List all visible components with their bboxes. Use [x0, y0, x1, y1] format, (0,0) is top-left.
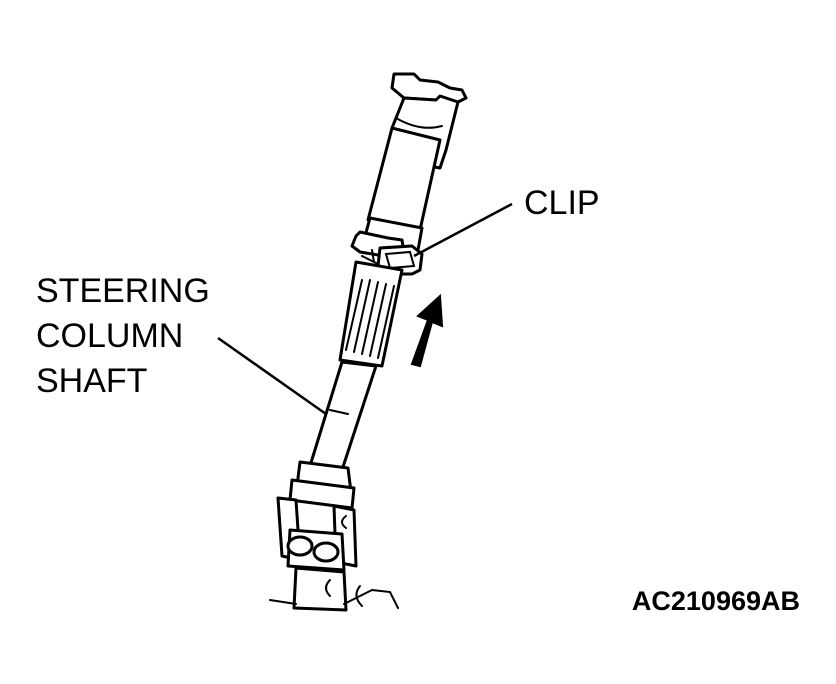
steering-label-line2: COLUMN [36, 317, 183, 355]
shaft-leader [217, 336, 327, 416]
universal-joint [269, 460, 399, 612]
lower-shaft [308, 360, 378, 472]
steering-label-line3: SHAFT [36, 362, 147, 400]
figure-id: AC210969AB [632, 586, 800, 616]
splined-section [338, 260, 404, 368]
up-arrow-icon [410, 293, 444, 368]
clip-leader [413, 202, 513, 258]
clip-label: CLIP [524, 184, 600, 222]
upper-shaft [366, 72, 468, 232]
steering-label-line1: STEERING [36, 272, 210, 310]
